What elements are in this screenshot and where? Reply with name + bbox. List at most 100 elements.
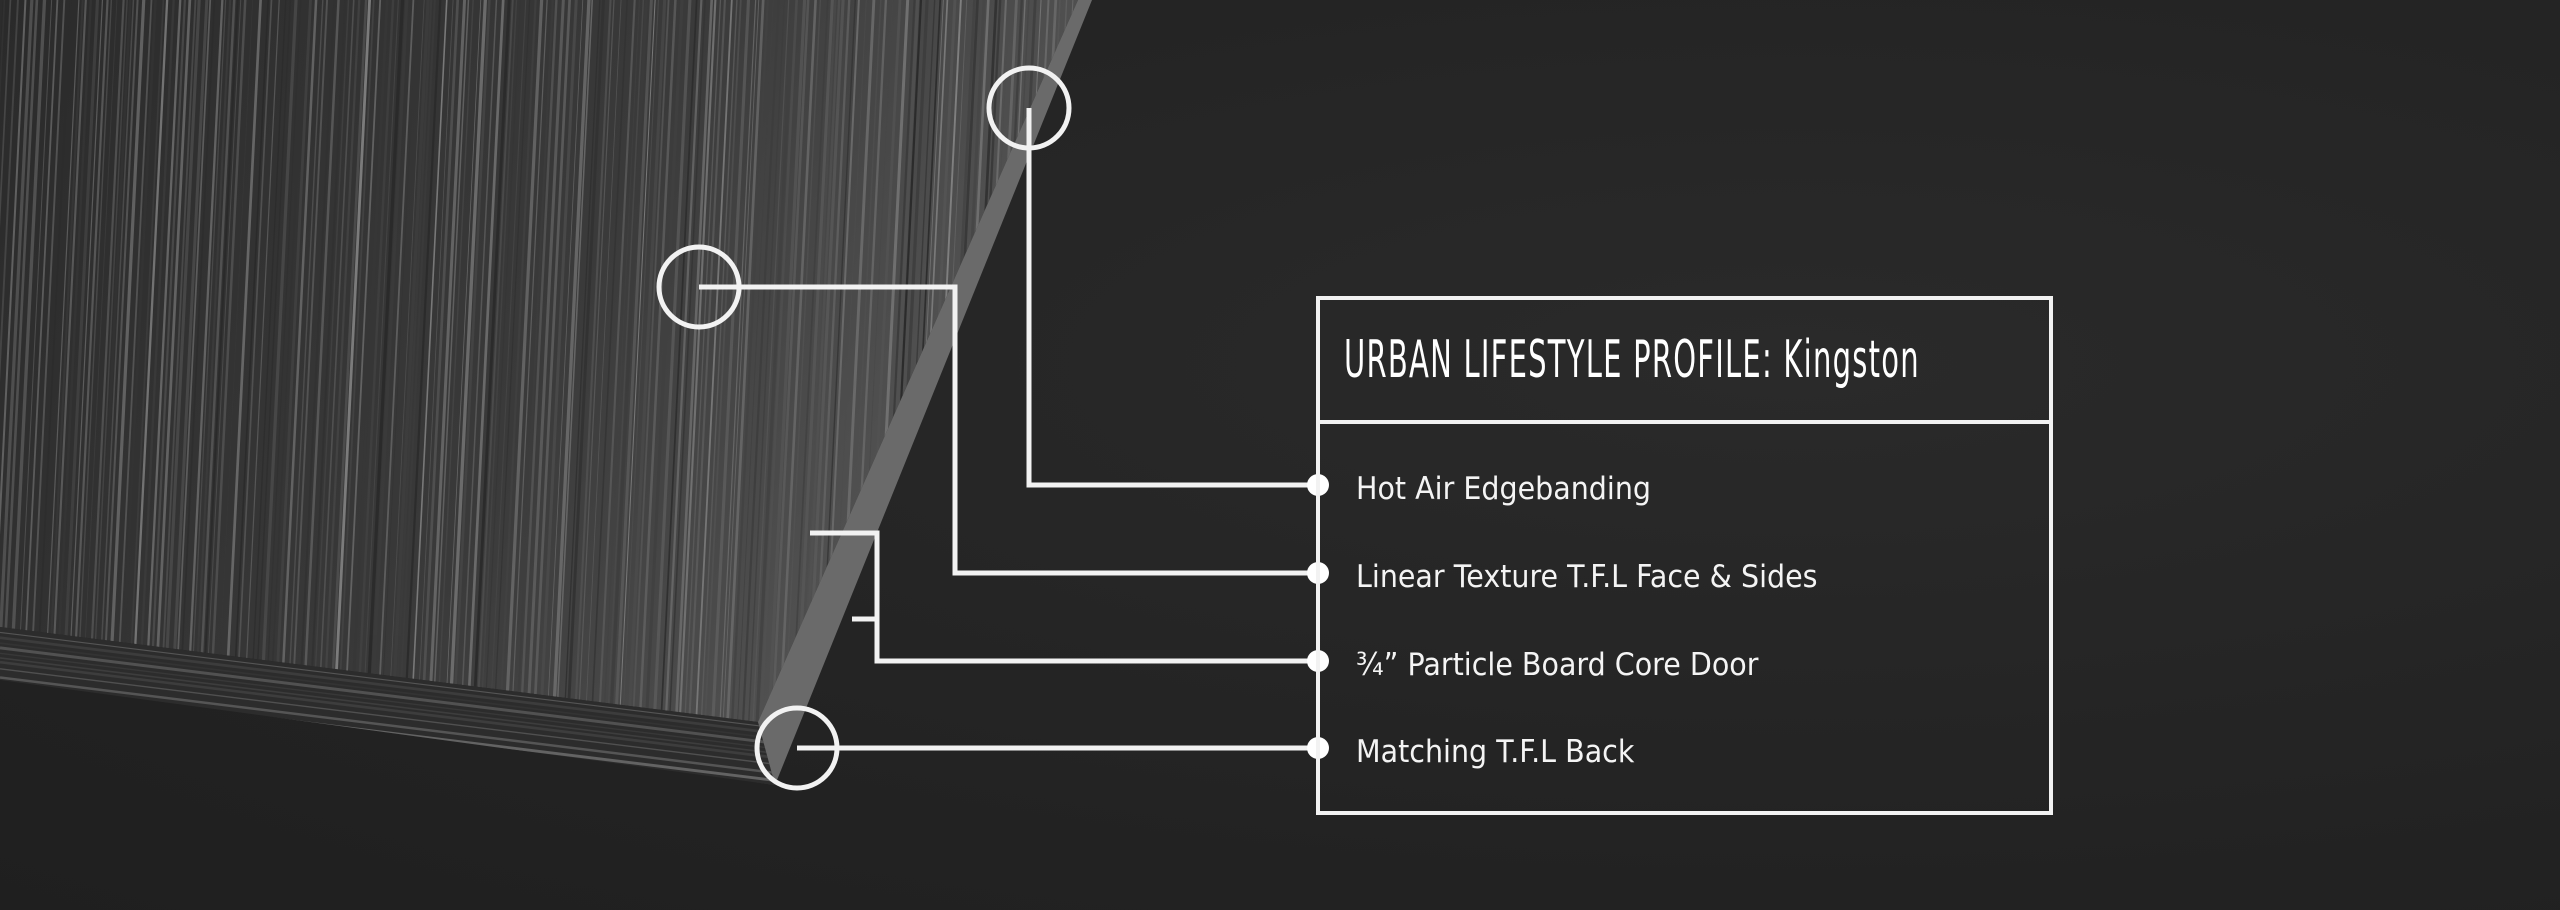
grain-line (573, 0, 616, 722)
edge-grain-line (0, 760, 775, 785)
grain-line (594, 0, 637, 722)
grain-line (500, 0, 544, 722)
grain-line (515, 0, 559, 722)
grain-line (751, 0, 795, 722)
feature-linear-texture: Linear Texture T.F.L Face & Sides (1356, 559, 1818, 595)
grain-line (691, 0, 734, 722)
grain-line (674, 0, 717, 722)
grain-line (376, 0, 418, 722)
grain-line (562, 0, 606, 722)
grain-line (507, 0, 549, 722)
grain-line (456, 0, 498, 722)
grain-line (423, 0, 467, 722)
grain-line (346, 0, 390, 722)
grain-line (444, 0, 488, 722)
grain-line (522, 0, 566, 722)
edge-grain-line (0, 657, 775, 755)
edge-grain-line (0, 642, 775, 740)
grain-line (432, 0, 475, 722)
grain-line (763, 0, 807, 722)
grain-line (581, 0, 622, 722)
grain-line (542, 0, 584, 722)
callout-line-face (699, 284, 1316, 576)
callout-bracket-core (810, 530, 1316, 664)
grain-line (569, 0, 613, 722)
grain-line (489, 0, 531, 722)
grain-line (480, 0, 522, 722)
grain-line (333, 0, 376, 722)
grain-line (767, 0, 810, 722)
grain-line (634, 0, 678, 722)
grain-line (328, 0, 372, 722)
grain-line (358, 0, 400, 722)
grain-line (755, 0, 799, 722)
grain-line (472, 0, 515, 722)
grain-line (318, 0, 361, 722)
grain-line (535, 0, 579, 722)
grain-line (399, 0, 442, 722)
grain-line (660, 0, 703, 722)
grain-line (313, 0, 356, 722)
feature-particle-board: ¾” Particle Board Core Door (1356, 647, 1759, 683)
grain-line (733, 0, 775, 722)
grain-line (384, 0, 426, 722)
grain-line (680, 0, 722, 722)
grain-line (664, 0, 707, 722)
grain-line (528, 0, 572, 722)
grain-line (406, 0, 449, 722)
grain-line (372, 0, 415, 722)
grain-line (365, 0, 409, 722)
grain-line (547, 0, 592, 722)
grain-line (744, 0, 786, 722)
grain-line (551, 0, 594, 722)
grain-line (696, 0, 739, 722)
grain-line (684, 0, 727, 722)
grain-line (1050, 0, 1078, 722)
grain-line (618, 0, 660, 722)
callout-line-edgebanding (1026, 108, 1316, 488)
grain-line (297, 0, 341, 722)
grain-line (715, 0, 757, 722)
grain-line (352, 0, 395, 722)
grain-line (610, 0, 654, 722)
grain-line (495, 0, 538, 722)
grain-line (0, 0, 20, 722)
grain-line (308, 0, 350, 722)
grain-line (413, 0, 454, 722)
grain-line (623, 0, 667, 722)
grain-line (428, 0, 470, 722)
grain-line (0, 0, 27, 722)
grain-line (390, 0, 433, 722)
feature-matching-back: Matching T.F.L Back (1356, 734, 1635, 770)
grain-line (774, 0, 818, 722)
grain-line (416, 0, 460, 722)
grain-line (462, 0, 506, 722)
edge-grain-line (0, 676, 775, 775)
edge-grain-line (0, 636, 775, 736)
grain-line (386, 0, 431, 722)
grain-line (512, 0, 555, 722)
callout-lines (656, 65, 1316, 791)
grain-line (448, 0, 492, 722)
grain-line (599, 0, 641, 722)
grain-line (325, 0, 368, 722)
grain-line (727, 0, 770, 722)
grain-line (615, 0, 657, 722)
edge-grain-line (0, 769, 775, 785)
grain-line (1039, 0, 1078, 722)
grain-line (559, 0, 601, 722)
edge-grain-line (0, 631, 775, 729)
grain-line (361, 0, 405, 722)
grain-line (718, 0, 760, 722)
grain-line (656, 0, 699, 722)
grain-line (476, 0, 518, 722)
grain-line (738, 0, 781, 722)
edge-grain-line (0, 668, 775, 766)
grain-line (605, 0, 649, 722)
grain-line (603, 0, 645, 722)
grain-line (670, 0, 714, 722)
grain-line (0, 0, 34, 722)
grain-line (339, 0, 382, 722)
